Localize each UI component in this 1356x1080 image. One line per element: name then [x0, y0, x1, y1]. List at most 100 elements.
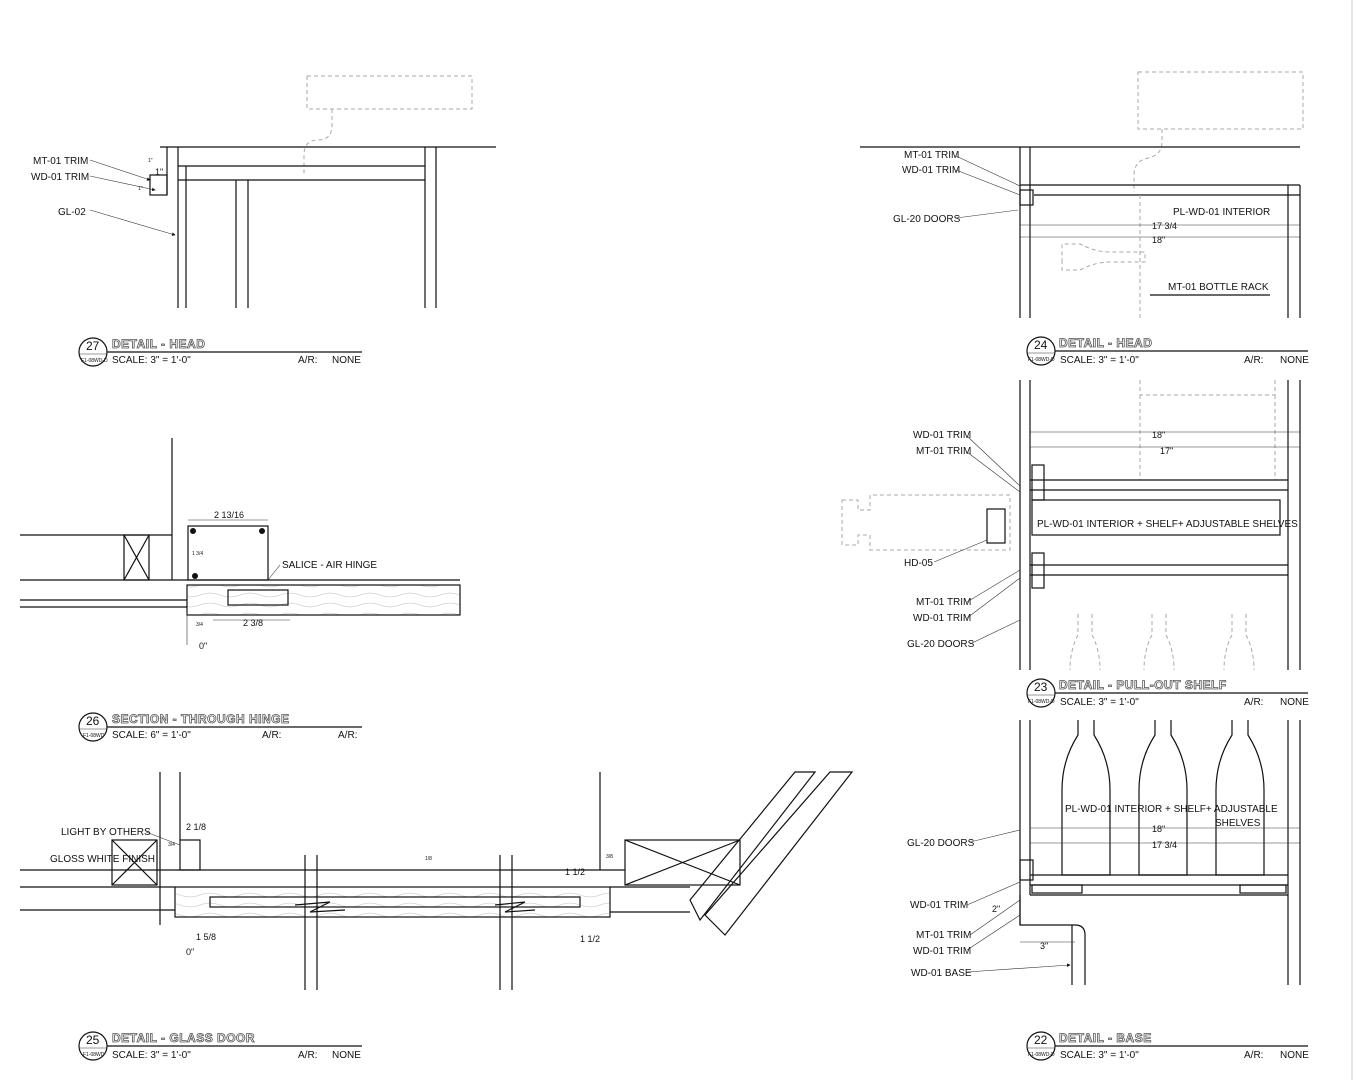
label-light-by-others: LIGHT BY OTHERS	[61, 827, 151, 838]
dim-26-zero: 0"	[199, 641, 207, 651]
detail-number: 22	[1034, 1033, 1048, 1047]
ar-value: NONE	[1280, 1050, 1309, 1061]
detail-sheet-ref: F1-08WD-D	[1028, 1052, 1055, 1058]
detail-scale: SCALE: 3" = 1'-0"	[112, 1050, 191, 1061]
dim-22-d: 2"	[992, 904, 1000, 914]
dim-25-d: 0"	[186, 947, 194, 957]
detail-title: DETAIL - HEAD	[1059, 336, 1152, 350]
detail-title: DETAIL - BASE	[1059, 1031, 1152, 1045]
dim-23-a: 18"	[1152, 430, 1165, 440]
dim-27-c: 1"	[155, 167, 163, 177]
label-wd01-trim-bottom: WD-01 TRIM	[913, 613, 971, 624]
detail-number: 23	[1034, 680, 1048, 694]
angled-wall	[689, 771, 817, 922]
detail-26: 2 13/16 1 3/4 2 3/8 3/4 0" SALICE - AIR …	[20, 438, 461, 742]
label-gl20-doors: GL-20 DOORS	[893, 214, 961, 225]
detail-scale: SCALE: 6" = 1'-0"	[112, 730, 191, 741]
dim-25-a: 2 1/8	[186, 822, 206, 832]
label-hd05: HD-05	[904, 558, 933, 569]
label-shelf-line1: PL-WD-01 INTERIOR + SHELF+ ADJUSTABLE	[1065, 804, 1278, 815]
label-wd01-trim: WD-01 TRIM	[31, 172, 89, 183]
detail-number: 25	[86, 1033, 100, 1047]
label-wd01-trim-b: WD-01 TRIM	[913, 946, 971, 957]
dim-25-c: 1 5/8	[196, 932, 216, 942]
label-wd01-trim-a: WD-01 TRIM	[910, 900, 968, 911]
blocking-x	[624, 839, 741, 886]
label-mt01-trim-top: MT-01 TRIM	[916, 446, 971, 457]
dim-26-bottom: 2 3/8	[243, 618, 263, 628]
detail-number: 27	[86, 339, 100, 353]
detail-sheet-ref: F1-08WD-D	[1028, 699, 1055, 705]
dim-25-g: 1 1/2	[580, 934, 600, 944]
dim-22-b: 17 3/4	[1152, 840, 1177, 850]
label-interior: PL-WD-01 INTERIOR	[1173, 207, 1270, 218]
detail-title: DETAIL - HEAD	[112, 337, 205, 351]
detail-title: DETAIL - GLASS DOOR	[112, 1031, 255, 1045]
detail-scale: SCALE: 3" = 1'-0"	[112, 355, 191, 366]
label-shelf: PL-WD-01 INTERIOR + SHELF+ ADJUSTABLE SH…	[1037, 519, 1298, 530]
dim-26-top: 2 13/16	[214, 510, 244, 520]
label-shelf-line2: SHELVES	[1215, 818, 1261, 829]
dim-22-c: 3"	[1040, 941, 1048, 951]
detail-sheet-ref: F1-08WD	[83, 1052, 105, 1058]
dim-26-left: 3/4	[196, 622, 203, 628]
dim-25-e: 1 1/2	[565, 867, 585, 877]
ar-label: A/R:	[298, 1050, 317, 1061]
dim-26-side: 1 3/4	[192, 551, 203, 557]
dim-25-b: 3/4	[168, 842, 175, 848]
dim-24-a: 17 3/4	[1152, 221, 1177, 231]
ar-value: NONE	[1280, 355, 1309, 366]
base-profile	[1019, 895, 1086, 985]
detail-sheet-ref: F1-08WD	[83, 733, 105, 739]
detail-23: PL-WD-01 INTERIOR + SHELF+ ADJUSTABLE SH…	[841, 380, 1309, 708]
blocking-x	[123, 534, 150, 581]
label-wd01-trim: WD-01 TRIM	[902, 165, 960, 176]
detail-24: MT-01 TRIM WD-01 TRIM GL-20 DOORS PL-WD-…	[860, 71, 1309, 366]
ar-label: A/R:	[1244, 697, 1263, 708]
label-salice-hinge: SALICE - AIR HINGE	[282, 560, 377, 571]
ar-label: A/R:	[1244, 1050, 1263, 1061]
ar-value: NONE	[332, 1050, 361, 1061]
label-wd01-base: WD-01 BASE	[911, 968, 972, 979]
ar-label: A/R:	[1244, 355, 1263, 366]
detail-scale: SCALE: 3" = 1'-0"	[1060, 1050, 1139, 1061]
label-bottle-rack: MT-01 BOTTLE RACK	[1168, 282, 1269, 293]
detail-25: LIGHT BY OTHERS GLOSS WHITE FINISH 2 1/8…	[20, 771, 854, 1061]
dim-27-a: 1"	[148, 158, 153, 164]
detail-scale: SCALE: 3" = 1'-0"	[1060, 697, 1139, 708]
detail-27: MT-01 TRIM WD-01 TRIM GL-02 1" 1" 1" 27 …	[31, 75, 496, 367]
detail-number: 24	[1034, 338, 1048, 352]
label-mt01-trim: MT-01 TRIM	[904, 150, 959, 161]
hinge-cup	[187, 525, 269, 581]
trim-block	[149, 174, 168, 196]
ar-label: A/R:	[262, 730, 281, 741]
label-gl02: GL-02	[58, 207, 86, 218]
label-mt01-trim: MT-01 TRIM	[33, 156, 88, 167]
label-mt01-trim-bottom: MT-01 TRIM	[916, 597, 971, 608]
dim-25-f: 3/8	[606, 854, 613, 860]
glass-door-section	[174, 886, 611, 918]
hidden-fixture	[1137, 71, 1304, 130]
label-wd01-trim-top: WD-01 TRIM	[913, 430, 971, 441]
ar-label: A/R:	[298, 355, 317, 366]
hardware-hd05	[986, 508, 1006, 544]
label-mt01-trim: MT-01 TRIM	[916, 930, 971, 941]
dim-22-a: 18"	[1152, 824, 1165, 834]
detail-number: 26	[86, 714, 100, 728]
blocking-x	[111, 839, 158, 886]
detail-22: PL-WD-01 INTERIOR + SHELF+ ADJUSTABLE SH…	[907, 720, 1309, 1061]
pull-out-shelf	[1031, 499, 1281, 536]
label-gloss-white: GLOSS WHITE FINISH	[50, 854, 155, 865]
hidden-fixture	[306, 75, 473, 110]
ar-value: A/R:	[338, 730, 357, 741]
detail-sheet-ref: F1-08WD-D	[81, 358, 108, 364]
dim-25-h: 1/8	[425, 856, 432, 862]
label-gl20-doors: GL-20 DOORS	[907, 838, 975, 849]
detail-scale: SCALE: 3" = 1'-0"	[1060, 355, 1139, 366]
dim-23-b: 17"	[1160, 446, 1173, 456]
ar-value: NONE	[332, 355, 361, 366]
ar-value: NONE	[1280, 697, 1309, 708]
detail-sheet-ref: F1-08WD-D	[1028, 357, 1055, 363]
